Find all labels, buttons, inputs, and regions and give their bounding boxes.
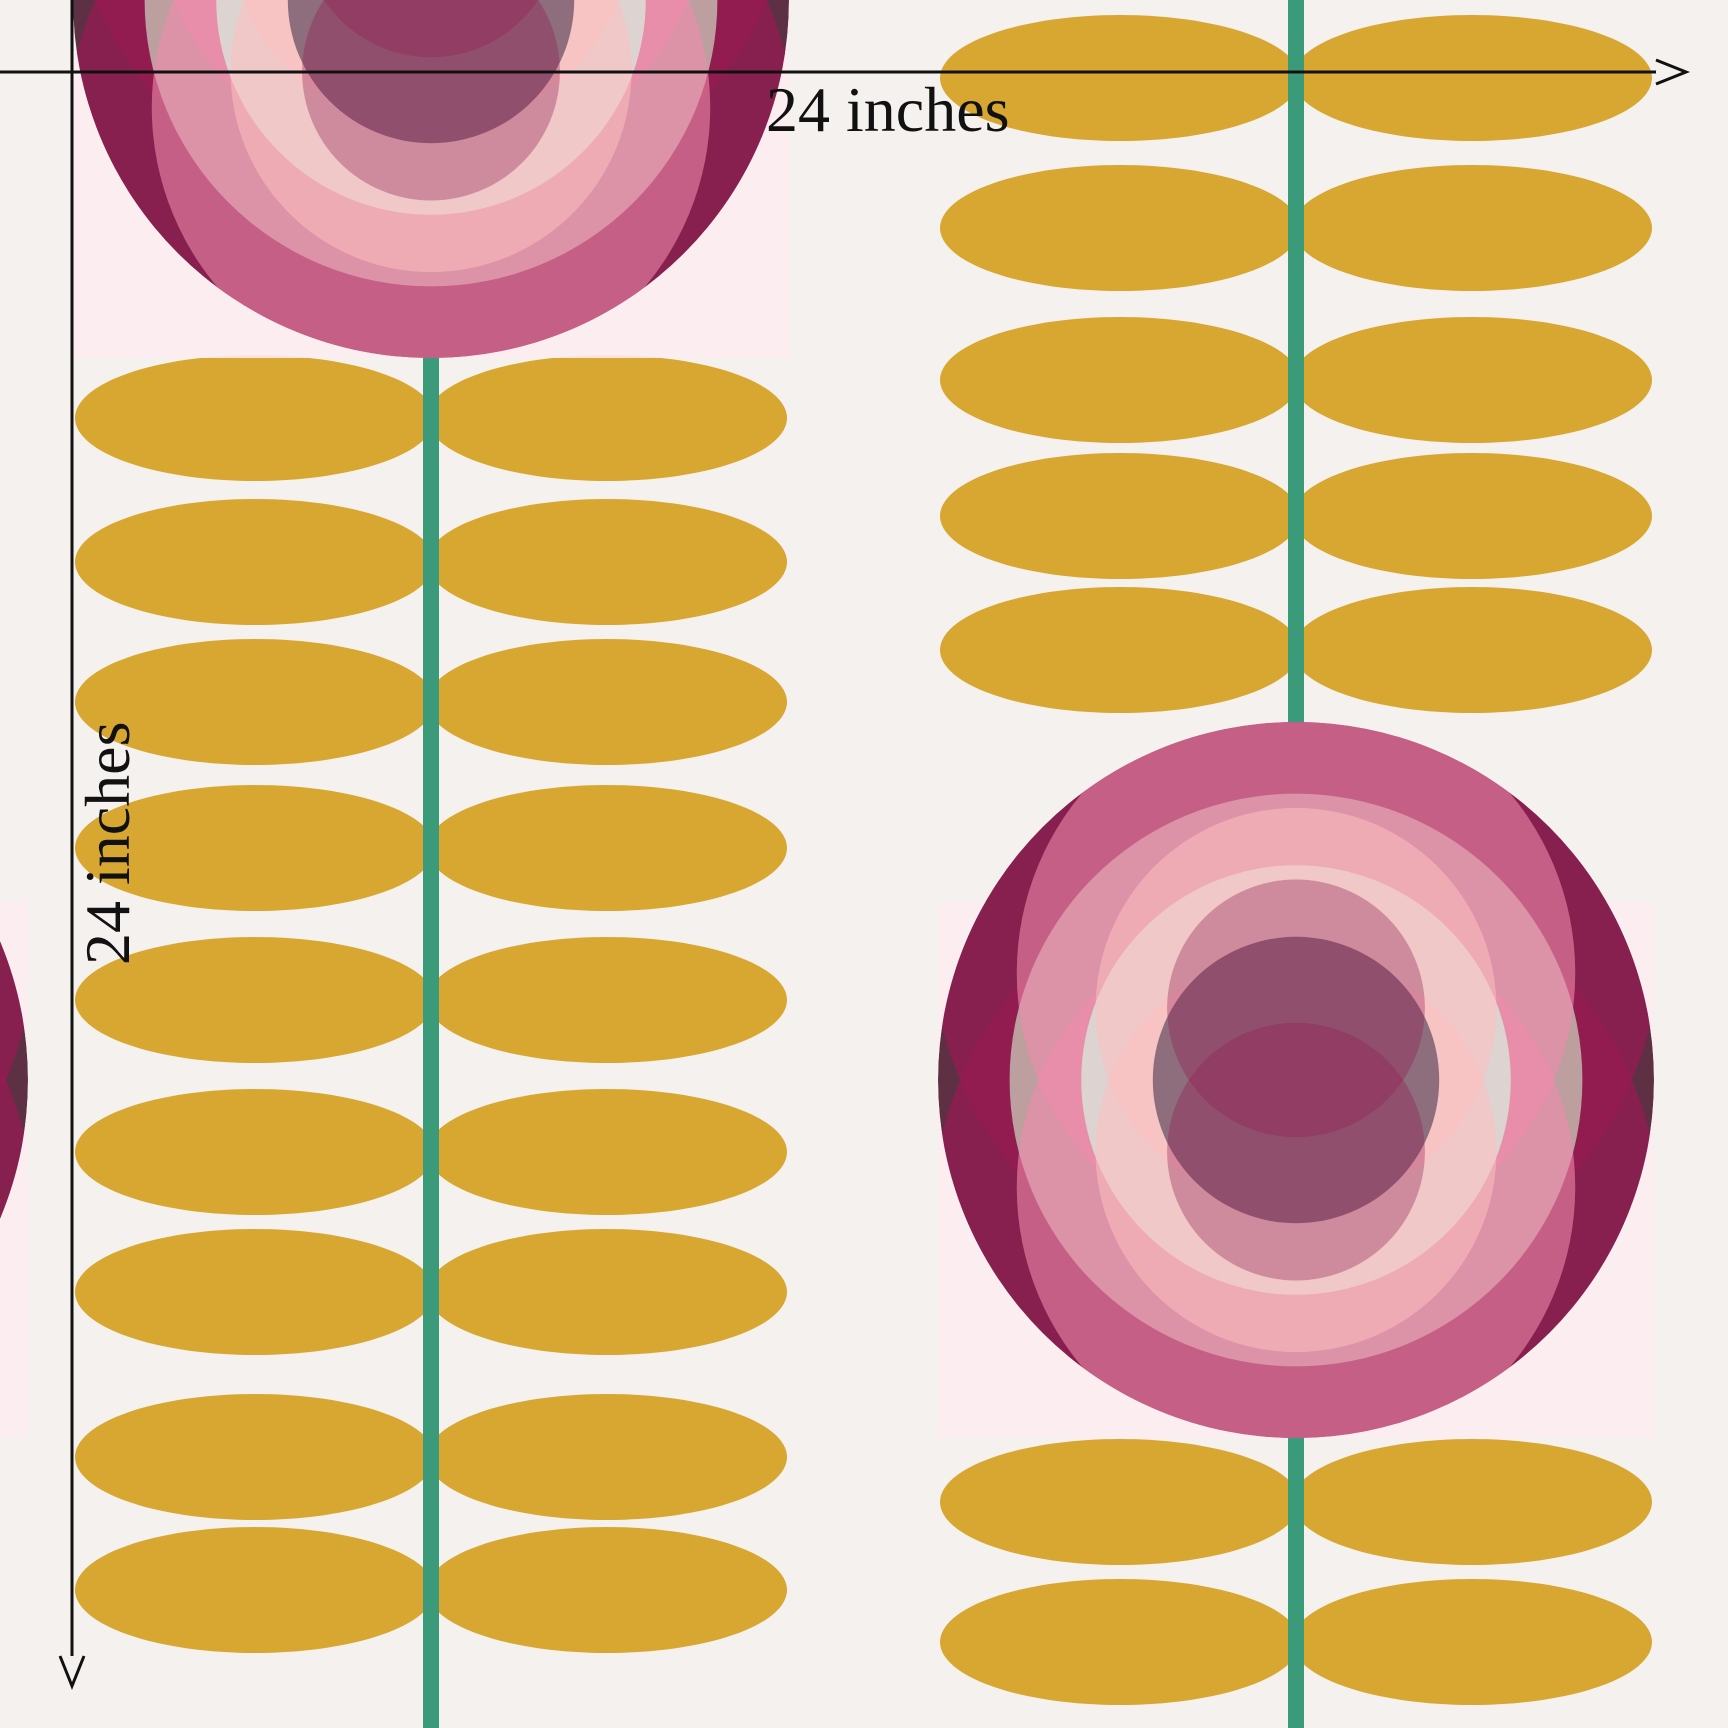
leaf-shape [1292,165,1652,291]
vine [75,355,787,1728]
leaf-shape [1292,453,1652,579]
stem [423,356,439,1728]
leaf-shape [940,317,1300,443]
width-dimension-label: 24 inches [766,74,1010,145]
leaf-shape [75,1527,435,1653]
leaf-shape [427,1394,787,1520]
leaf-shape [1292,1439,1652,1565]
leaf-shape [75,499,435,625]
leaf-shape [427,1229,787,1355]
leaf-shape [75,1394,435,1520]
leaf-shape [940,1579,1300,1705]
leaf-shape [1292,587,1652,713]
leaf-shape [940,165,1300,291]
leaf-shape [427,785,787,911]
leaf-shape [940,587,1300,713]
leaf-shape [940,1439,1300,1565]
leaf-shape [427,1089,787,1215]
leaf-shape [427,639,787,765]
leaf-shape [1292,317,1652,443]
leaf-shape [75,639,435,765]
leaf-shape [427,937,787,1063]
height-dimension-label: 24 inches [72,721,143,966]
leaf-shape [75,1089,435,1215]
leaf-shape [427,1527,787,1653]
leaf-shape [427,499,787,625]
leaf-shape [940,453,1300,579]
arc-band [1167,879,1425,1138]
vine [940,0,1652,1728]
arc-band [1167,1022,1425,1281]
dimension-arrows [0,0,1691,1691]
leaf-shape [75,937,435,1063]
leaf-shape [427,355,787,481]
leaf-shape [1292,1579,1652,1705]
width-arrow-head [1655,58,1691,86]
leaf-shape [940,15,1300,141]
leaf-shape [1292,15,1652,141]
leaf-shape [75,785,435,911]
height-arrow-head [58,1655,86,1691]
leaf-shape [75,1229,435,1355]
leaf-shape [75,355,435,481]
inner-disc [1152,936,1440,1224]
flower-medallion [0,722,28,1438]
